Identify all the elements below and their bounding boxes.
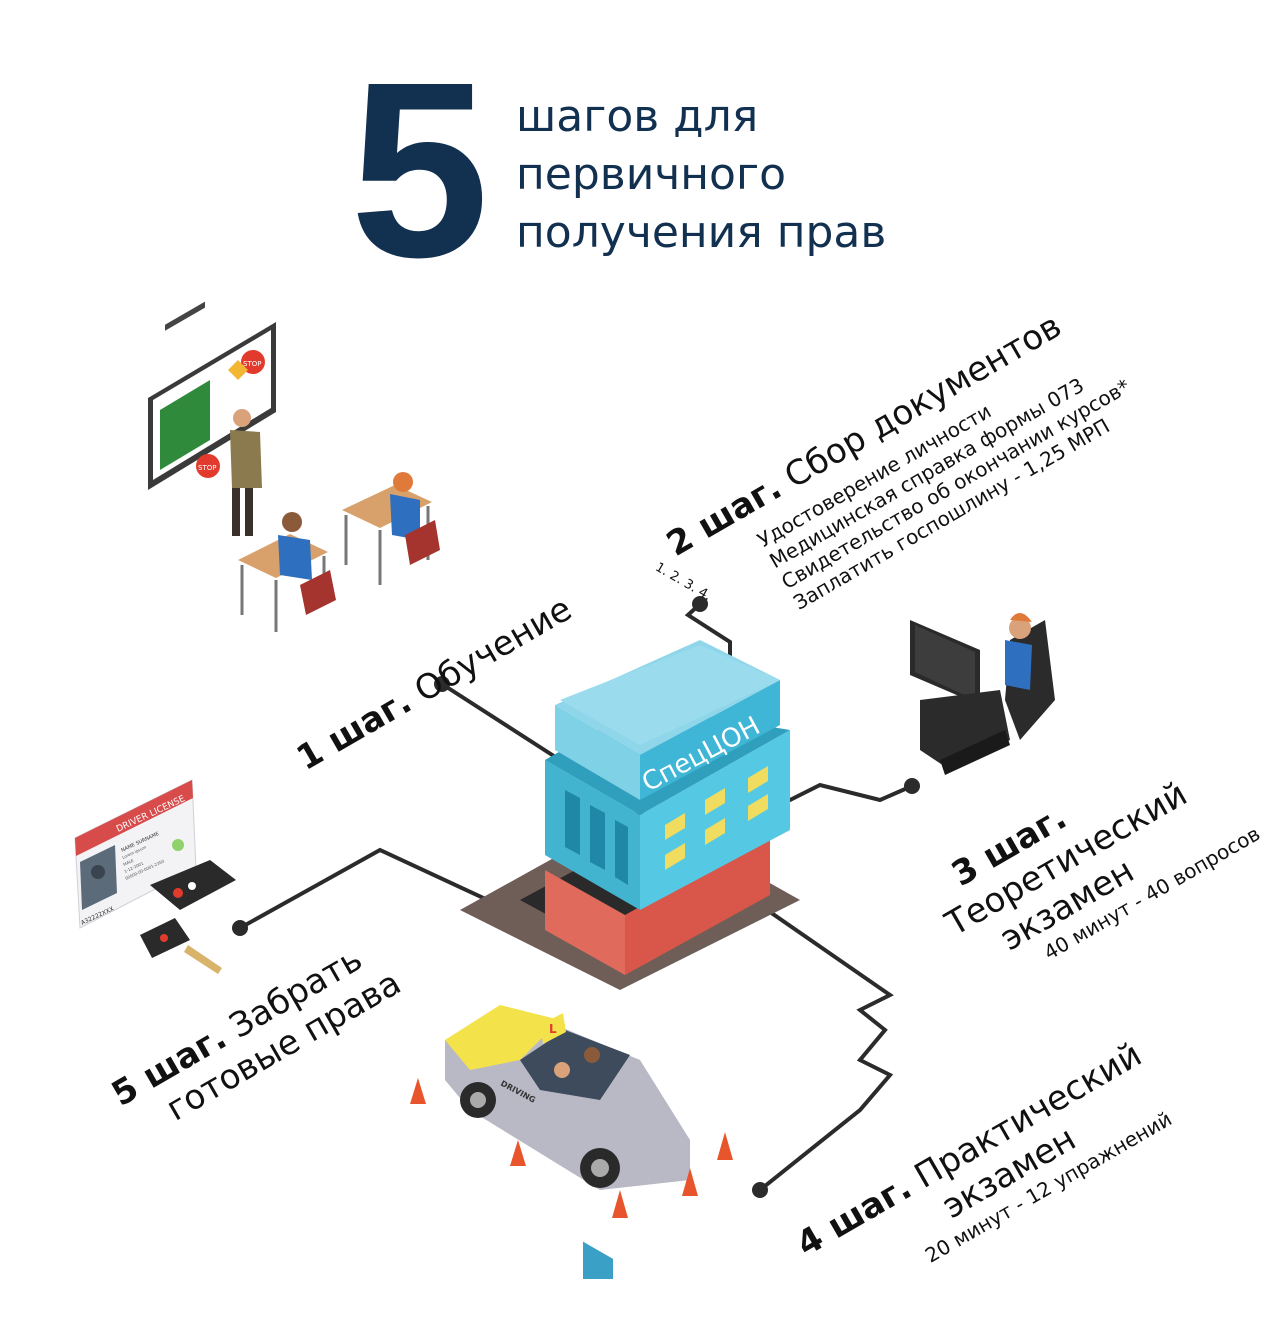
car-hood xyxy=(445,1005,560,1070)
connector-step5 xyxy=(238,847,522,930)
connector-dot-3 xyxy=(904,778,920,794)
cone-2 xyxy=(510,1140,526,1166)
building-ground-right xyxy=(625,835,770,975)
building-top-left xyxy=(555,705,640,800)
connector-dot-4 xyxy=(752,1182,768,1198)
building-body-right xyxy=(640,730,790,910)
cone-4 xyxy=(682,1168,698,1196)
building-illustration xyxy=(460,640,800,1279)
roof-sign-label: L xyxy=(549,1022,557,1036)
diagram-canvas: СпецЦОН STOP STOP xyxy=(74,301,1055,1279)
big-number: 5 xyxy=(350,30,490,309)
connector-dot-5 xyxy=(232,920,248,936)
stop-sign-2-label: STOP xyxy=(198,464,216,472)
building-top-right xyxy=(640,680,780,800)
roof-sign xyxy=(540,1013,566,1044)
stop-sign-1 xyxy=(241,350,265,374)
connector-step3 xyxy=(788,782,914,803)
connector-step1 xyxy=(440,682,562,762)
building-ground-left xyxy=(545,870,625,975)
traffic-cones xyxy=(410,1078,733,1218)
connector-dots xyxy=(232,596,920,1198)
cone-5 xyxy=(717,1132,733,1160)
car-key-fob xyxy=(150,860,236,910)
stop-sign-1-label: STOP xyxy=(243,360,261,368)
title-line-2: первичного xyxy=(516,149,787,200)
cone-1 xyxy=(410,1078,426,1104)
connector-dot-2 xyxy=(692,596,708,612)
title-line-3: получения прав xyxy=(516,207,887,258)
license-illustration xyxy=(74,779,236,974)
connector-step2 xyxy=(684,602,732,657)
connector-step4 xyxy=(758,903,894,1192)
car-illustration xyxy=(445,1005,690,1190)
connector-dot-1 xyxy=(434,676,450,692)
road-map xyxy=(160,380,210,470)
cone-3 xyxy=(612,1190,628,1218)
car-key xyxy=(140,918,222,974)
stop-sign-2 xyxy=(196,454,220,478)
exam-computer-illustration xyxy=(910,612,1055,775)
title-line-1: шагов для xyxy=(516,91,759,142)
connector-lines xyxy=(238,602,914,1192)
classroom-illustration xyxy=(148,301,440,632)
license-line-3: MALE xyxy=(122,858,134,867)
